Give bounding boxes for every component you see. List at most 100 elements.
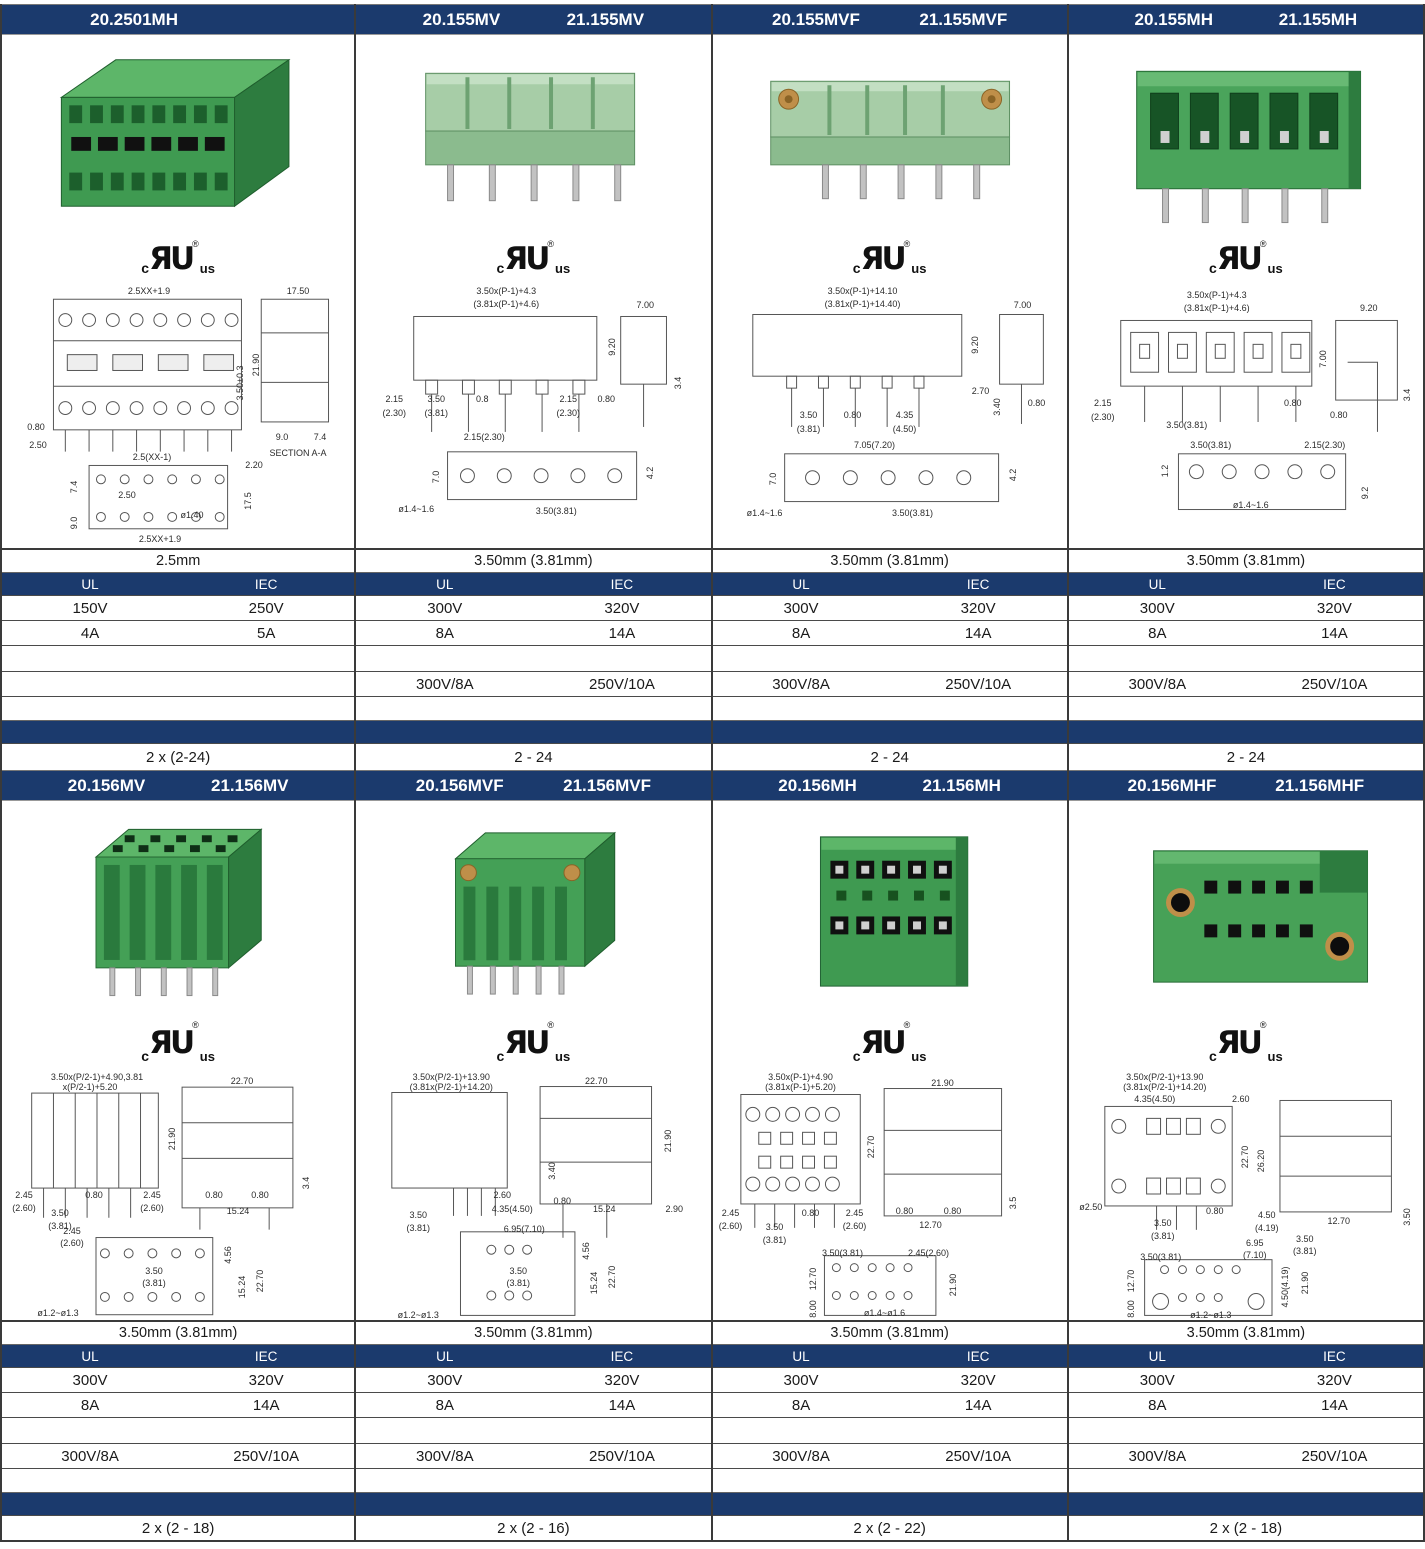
dimension-label: 7.00 <box>636 300 655 310</box>
dimension-label: 3.50 <box>145 1266 163 1276</box>
dimension-label: ø1.4~ø1.6 <box>863 1308 906 1318</box>
iec-voltage-value: 320V <box>960 599 996 617</box>
product-photo-art <box>454 831 617 995</box>
dimension-label: 21.90 <box>931 1078 954 1088</box>
iec-combined-rating: 250V/10A <box>588 675 655 693</box>
ul-iec-header-row: UL IEC <box>1068 1344 1423 1367</box>
dimension-label: ø1.4~1.6 <box>1232 500 1269 510</box>
combined-rating-row: 300V/8A 250V/10A <box>356 671 711 696</box>
dimension-label: 12.70 <box>919 1220 942 1230</box>
dimension-label: (2.60) <box>60 1238 84 1248</box>
ul-combined-rating: 300V/8A <box>772 1447 830 1465</box>
ul-logo-us: us <box>911 1049 927 1064</box>
dimension-label: 4.2 <box>645 466 656 480</box>
rated-current-row: 8A 14A <box>356 1392 711 1417</box>
iec-current-value: 14A <box>964 1396 992 1414</box>
empty-row <box>712 1417 1067 1443</box>
dimension-label: 2.45 <box>15 1190 33 1200</box>
product-code-header: 20.156MV 21.156MV <box>2 770 355 801</box>
iec-column-header: IEC <box>1323 576 1346 592</box>
poles-row: 2 x (2 - 22) <box>712 1515 1067 1542</box>
dimension-label: 12.70 <box>1125 1269 1136 1293</box>
ul-logo-c: c <box>141 260 150 276</box>
ul-logo-us: us <box>1267 261 1283 276</box>
ul-voltage-value: 300V <box>72 1371 108 1389</box>
ul-combined-rating: 300V/8A <box>1128 675 1187 693</box>
dimension-label: 2.60 <box>493 1190 512 1200</box>
dimension-label: 3.50 <box>799 410 818 420</box>
ul-logo-registered-icon: ® <box>903 1020 911 1030</box>
dimension-label: 2.90 <box>665 1204 684 1214</box>
ul-logo-mark: ЯU <box>149 240 195 277</box>
poles-row: 2 x (2 - 18) <box>1068 1515 1423 1542</box>
dimension-label: 4.50 <box>1257 1210 1276 1220</box>
iec-current-value: 14A <box>1321 624 1348 642</box>
ul-column-header: UL <box>81 576 99 592</box>
pitch-value: 3.50mm (3.81mm) <box>830 1325 949 1341</box>
ul-combined-rating: 300V/8A <box>416 675 474 693</box>
pitch-row: 3.50mm (3.81mm) <box>1068 548 1423 572</box>
pitch-value: 3.50mm (3.81mm) <box>830 553 949 569</box>
iec-voltage-value: 320V <box>960 1371 996 1389</box>
dimension-label: 0.80 <box>895 1206 914 1216</box>
combined-rating-row: 300V/8A 250V/10A <box>2 1443 355 1468</box>
dimension-label: 7.00 <box>1317 350 1328 368</box>
dimension-label: 3.40 <box>991 398 1002 416</box>
dimension-label: (3.81) <box>506 1278 531 1288</box>
dimension-label: 3.4 <box>673 376 684 390</box>
dimension-label: 3.50x(P-1)+4.3 <box>1186 290 1247 300</box>
dimension-label: 9.20 <box>969 336 980 354</box>
dimension-label: 2.50 <box>118 490 136 500</box>
blue-band-row <box>1068 720 1423 743</box>
ul-logo-c: c <box>141 1048 150 1064</box>
poles-value: 2 - 24 <box>870 748 909 766</box>
dimension-label: ø1.4~1.6 <box>398 504 435 514</box>
ul-voltage-value: 300V <box>427 1371 463 1389</box>
ul-logo-mark: ЯU <box>504 240 550 277</box>
dimension-label: (3.81x(P/2-1)+14.20) <box>1123 1082 1207 1092</box>
dimension-label: ø1.2~ø1.3 <box>1190 1310 1232 1320</box>
iec-voltage-value: 250V <box>248 599 284 617</box>
dimension-label: 3.40 <box>547 1162 558 1180</box>
dimension-label: (2.30) <box>1090 412 1115 422</box>
empty-row <box>2 1417 355 1443</box>
ul-logo-us: us <box>1267 1049 1283 1064</box>
dimension-label: 12.70 <box>1327 1216 1351 1226</box>
dimension-label: 0.80 <box>1329 410 1348 420</box>
ul-current-value: 4A <box>80 624 100 642</box>
dimension-label: 3.50 <box>765 1222 784 1232</box>
product-code-left: 20.155MV <box>422 9 501 29</box>
dimension-label: (2.30) <box>556 408 581 418</box>
dimension-label: 1.2 <box>1159 464 1170 478</box>
dimension-label: 9.0 <box>69 516 79 530</box>
ul-current-value: 8A <box>80 1396 100 1414</box>
product-code-right: 21.156MVF <box>563 775 651 795</box>
dimension-label: 2.15 <box>1093 398 1112 408</box>
product-photo <box>1069 35 1423 235</box>
pitch-row: 3.50mm (3.81mm) <box>356 1320 711 1344</box>
poles-value: 2 - 24 <box>514 748 553 766</box>
dimension-label: 8.00 <box>807 1300 818 1318</box>
dimension-label: 3.50(3.81) <box>1190 440 1232 450</box>
dimension-label: 2.20 <box>245 460 263 470</box>
product-code-right: 21.155MH <box>1278 9 1358 29</box>
rated-voltage-row: 300V 320V <box>712 595 1067 620</box>
dimension-label: 9.0 <box>275 432 289 442</box>
dimension-label: (2.60) <box>842 1221 867 1231</box>
iec-voltage-value: 320V <box>604 599 640 617</box>
dimension-label: 4.35(4.50) <box>1134 1094 1176 1104</box>
iec-column-header: IEC <box>254 1348 278 1364</box>
product-photo-art <box>1135 70 1361 224</box>
ul-combined-rating: 300V/8A <box>772 675 830 693</box>
dimension-label: 2.45(2.60) <box>907 1248 950 1258</box>
ul-iec-header-row: UL IEC <box>1068 572 1423 595</box>
pitch-value: 3.50mm (3.81mm) <box>118 1325 238 1341</box>
poles-value: 2 x (2-24) <box>146 748 211 766</box>
product-photo <box>2 35 354 235</box>
